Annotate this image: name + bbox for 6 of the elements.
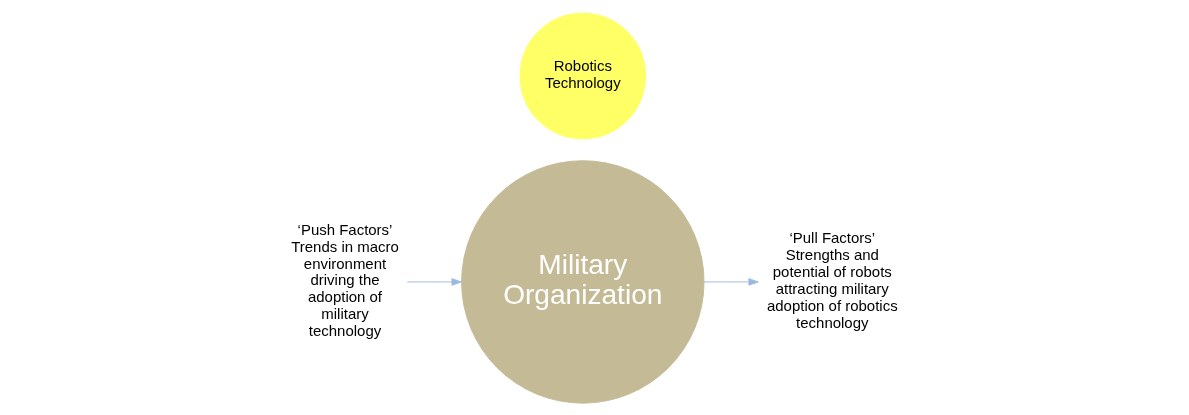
arrow: [703, 278, 759, 286]
node-text: ‘Pull Factors’ Strengths and potential of robots attracting military adoption of robotics technology: [766, 229, 898, 331]
node-text: ‘Push Factors’ Trends in macro environment driving the adoption of military technology: [291, 220, 399, 340]
node-circle: Military Organization: [461, 160, 705, 404]
arrow: [406, 278, 462, 286]
node-circle: Robotics Technology: [517, 10, 648, 142]
